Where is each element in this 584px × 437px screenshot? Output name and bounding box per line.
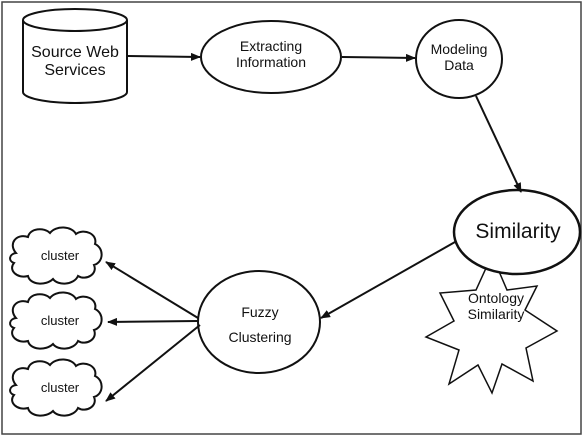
cluster-2-label: cluster xyxy=(40,313,80,328)
cloud-shape-3 xyxy=(9,358,103,417)
arrow-modeling-to-similarity xyxy=(475,95,522,193)
arrow-similarity-to-fuzzy xyxy=(320,241,456,319)
cloud-shape-1 xyxy=(9,226,103,285)
arrow-extracting-to-modeling xyxy=(341,53,416,62)
cluster-1-label: cluster xyxy=(40,248,80,263)
modeling-data-ellipse xyxy=(415,19,503,99)
extracting-information-label: Extracting Information xyxy=(235,38,307,71)
ontology-similarity-starburst xyxy=(424,253,559,395)
modeling-data-label: Modeling Data xyxy=(430,41,488,74)
cloud-shape-2 xyxy=(9,291,103,350)
extracting-information-ellipse xyxy=(200,20,342,94)
source-web-services-label: Source Web Services xyxy=(31,44,119,80)
arrow-fuzzy-to-cluster-2 xyxy=(107,317,199,326)
arrow-fuzzy-to-cluster-3 xyxy=(105,324,201,402)
ontology-similarity-label: Ontology Similarity xyxy=(467,290,525,323)
similarity-label: Similarity xyxy=(475,220,561,243)
cluster-3-label: cluster xyxy=(40,380,80,395)
arrow-source-to-extracting xyxy=(127,52,201,61)
arrow-fuzzy-to-cluster-1 xyxy=(105,261,199,319)
database-shape xyxy=(22,8,128,104)
fuzzy-clustering-label: Fuzzy Clustering xyxy=(228,304,292,345)
